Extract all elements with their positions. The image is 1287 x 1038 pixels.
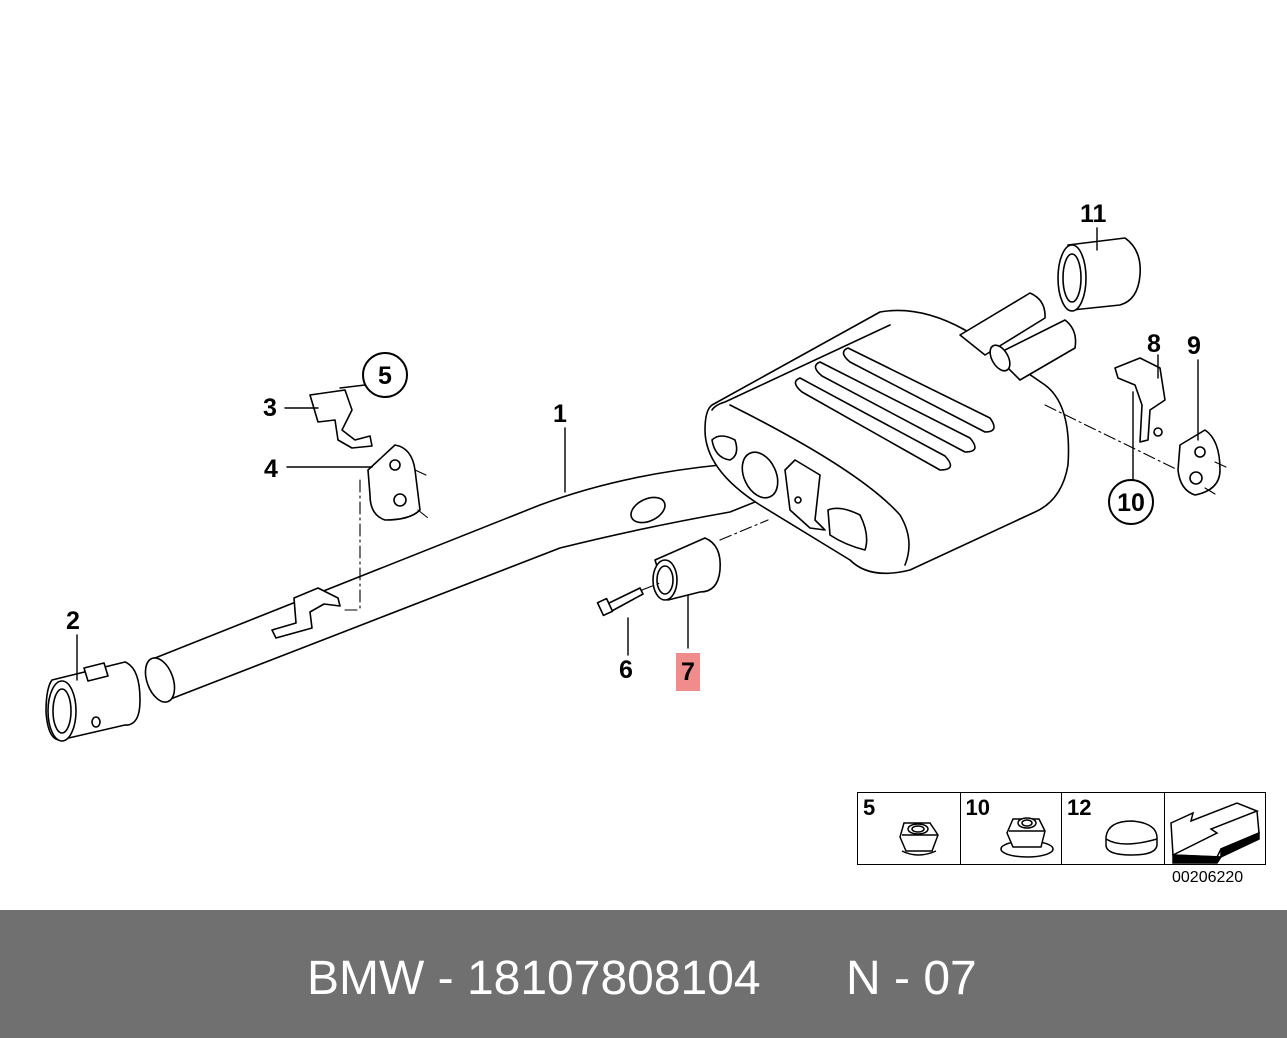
hanger-4 bbox=[367, 444, 421, 521]
direction-arrow-icon bbox=[1169, 802, 1260, 864]
part-number-text: BMW - 18107808104 bbox=[307, 952, 761, 1005]
legend-cell-nut-5[interactable]: 5 bbox=[858, 793, 961, 864]
callout-5[interactable]: 5 bbox=[362, 352, 408, 398]
plug-icon bbox=[1105, 820, 1158, 856]
legend-label: 12 bbox=[1067, 795, 1092, 820]
callout-9[interactable]: 9 bbox=[1187, 332, 1201, 360]
callout-7-highlighted[interactable]: 7 bbox=[676, 653, 700, 691]
callout-11[interactable]: 11 bbox=[1080, 200, 1107, 228]
callout-1[interactable]: 1 bbox=[553, 400, 567, 428]
bracket-8 bbox=[1114, 357, 1166, 443]
legend-label: 5 bbox=[863, 795, 876, 820]
callout-8[interactable]: 8 bbox=[1147, 330, 1161, 358]
diagram-id: 00206220 bbox=[1172, 869, 1244, 886]
callout-3[interactable]: 3 bbox=[263, 394, 277, 422]
footer-bar: BMW - 18107808104 N - 07 bbox=[0, 910, 1287, 1038]
legend-cell-direction bbox=[1165, 793, 1266, 864]
exhaust-diagram bbox=[45, 227, 1229, 742]
callout-4[interactable]: 4 bbox=[264, 455, 278, 483]
sleeve bbox=[1067, 237, 1142, 311]
callout-2[interactable]: 2 bbox=[66, 607, 80, 635]
bracket-3 bbox=[309, 389, 373, 449]
legend-label: 10 bbox=[965, 795, 990, 820]
callout-6[interactable]: 6 bbox=[619, 656, 633, 684]
legend-cell-plug-12[interactable]: 12 bbox=[1062, 793, 1165, 864]
callout-10[interactable]: 10 bbox=[1108, 479, 1154, 525]
legend-cell-nut-10[interactable]: 10 bbox=[961, 793, 1062, 864]
position-text: N - 07 bbox=[846, 952, 977, 1005]
flange-nut-icon bbox=[999, 817, 1054, 858]
nut-icon bbox=[899, 822, 939, 856]
hanger-9 bbox=[1177, 429, 1221, 496]
fastener-legend: 5 10 12 bbox=[857, 792, 1266, 865]
